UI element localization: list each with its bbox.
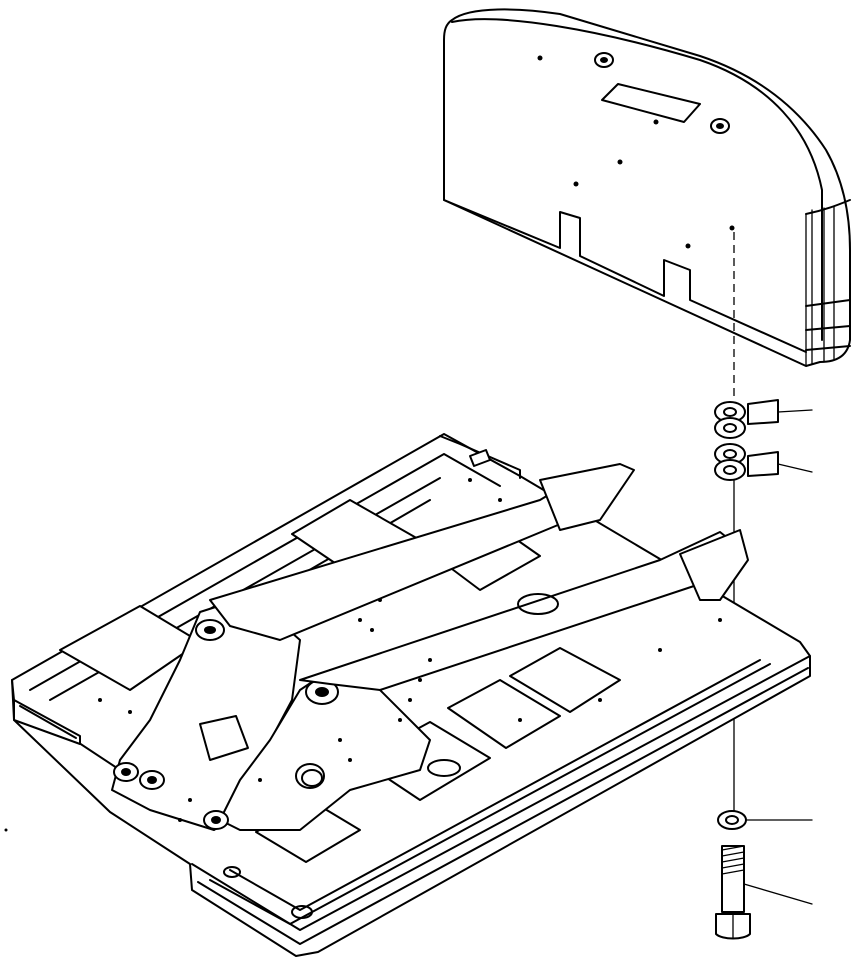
- leader-line: [743, 883, 813, 905]
- flat-washer: [717, 810, 813, 830]
- stray-mark: [4, 828, 8, 832]
- counterweight: [443, 8, 851, 367]
- washer-upper: [714, 399, 813, 439]
- bolt: [715, 845, 813, 940]
- frame-holes: [98, 478, 722, 822]
- revolving-frame: [11, 433, 811, 957]
- washer-lower: [714, 443, 813, 481]
- leader-line: [777, 463, 813, 473]
- leader-line: [777, 409, 813, 413]
